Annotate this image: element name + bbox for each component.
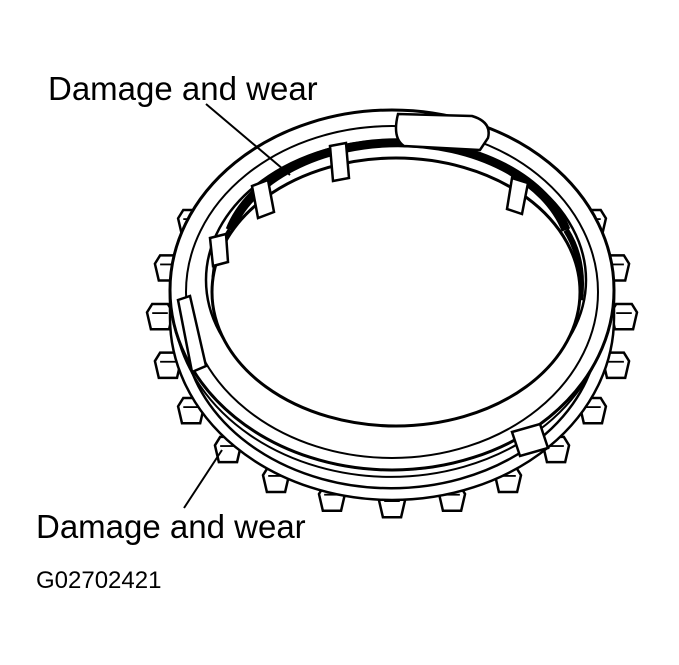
ring-lower-rim-line	[175, 329, 607, 478]
outer-lugs	[176, 112, 550, 458]
key-slot-right-upper	[505, 176, 530, 216]
bottom-callout-label: Damage and wear	[36, 508, 306, 545]
key-slot-left-upper	[250, 178, 276, 220]
top-callout-leader	[205, 103, 291, 176]
key-slot-top	[328, 141, 351, 183]
outer-lug-right	[510, 422, 550, 458]
figure-code: G02702421	[36, 567, 162, 594]
bottom-callout-leader	[183, 449, 223, 509]
outer-lug-top	[394, 112, 490, 152]
ring-tooth	[609, 302, 639, 331]
ring-inner-bore	[210, 156, 582, 428]
outer-lug-left	[176, 294, 208, 374]
inner-key-slots	[208, 141, 530, 268]
top-callout-label: Damage and wear	[48, 70, 318, 107]
ring-bottom-edge	[184, 351, 598, 490]
key-slot-left-lower	[208, 232, 230, 268]
